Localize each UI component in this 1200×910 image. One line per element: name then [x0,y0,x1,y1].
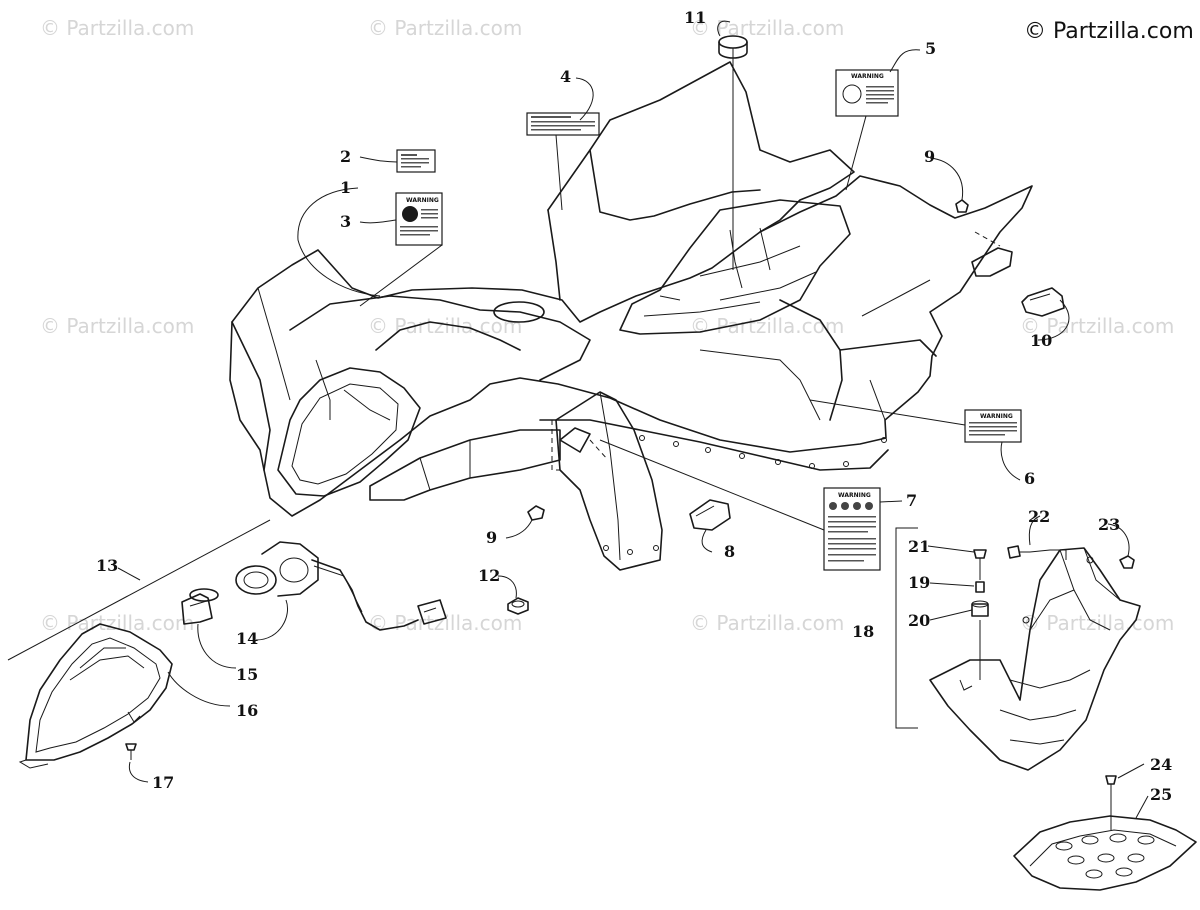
callout-15: 15 [236,665,258,684]
callout-14: 14 [236,629,258,648]
callout-19: 19 [908,573,930,592]
footwell-skid-assembly [895,527,1197,891]
leader-lines [117,20,1149,819]
callout-22: 22 [1028,507,1050,526]
front-rear-fender-body [229,61,1033,571]
watermark-5: © Partzilla.com [368,314,522,338]
callout-11: 11 [684,8,706,27]
callout-13: 13 [96,556,118,575]
part-8-reflector [689,499,731,531]
watermarks: © Partzilla.com © Partzilla.com © Partzi… [40,16,1174,635]
decal-5-heading: WARNING [851,73,884,80]
brand-logo-text: © Partzilla.com [1024,19,1194,44]
callout-18: 18 [852,622,874,641]
watermark-7: © Partzilla.com [1020,314,1174,338]
callout-23: 23 [1098,515,1120,534]
decal-6-heading: WARNING [980,413,1013,420]
decal-3-heading: WARNING [406,197,439,204]
callout-3: 3 [340,212,351,231]
decal-4 [526,112,600,136]
callout-25: 25 [1150,785,1172,804]
watermark-1: © Partzilla.com [40,16,194,40]
decal-6-warning: WARNING [964,409,1022,443]
part-10-reflector [971,231,1065,317]
callout-2: 2 [340,147,351,166]
callout-1: 1 [340,178,351,197]
callout-17: 17 [152,773,174,792]
watermark-8: © Partzilla.com [40,611,194,635]
decal-3-symbol-icon [402,206,418,222]
decal-2 [396,149,436,173]
callout-8: 8 [724,542,735,561]
callout-24: 24 [1150,755,1172,774]
part-9-clip-lower [527,505,545,521]
callout-6: 6 [1024,469,1035,488]
watermark-4: © Partzilla.com [40,314,194,338]
callout-4: 4 [560,67,571,86]
callout-16: 16 [236,701,258,720]
callout-7: 7 [906,491,917,510]
decal-3-warning: WARNING [395,192,443,246]
fender-bolt-holes [639,435,887,469]
callout-21: 21 [908,537,930,556]
part-9-clip-upper [955,199,969,213]
callout-9-lower: 9 [486,528,497,547]
decal-5-symbol-icon [842,84,862,104]
watermark-6: © Partzilla.com [690,314,844,338]
decal-7-warning: WARNING [823,487,881,571]
watermark-2: © Partzilla.com [368,16,522,40]
callout-9-upper: 9 [924,147,935,166]
callout-5: 5 [925,39,936,58]
watermark-10: © Partzilla.com [690,611,844,635]
callout-12: 12 [478,566,500,585]
watermark-11: © Partzilla.com [1020,611,1174,635]
decal-7-heading: WARNING [838,492,871,499]
callout-labels: 1 2 3 4 5 6 7 8 9 9 10 11 12 13 14 15 16… [96,8,1172,804]
callout-10: 10 [1030,331,1052,350]
decal-5-warning: WARNING [835,69,899,117]
headlight-assembly [7,519,447,769]
callout-20: 20 [908,611,930,630]
part-12-screw [507,597,529,615]
watermark-3: © Partzilla.com [690,16,844,40]
